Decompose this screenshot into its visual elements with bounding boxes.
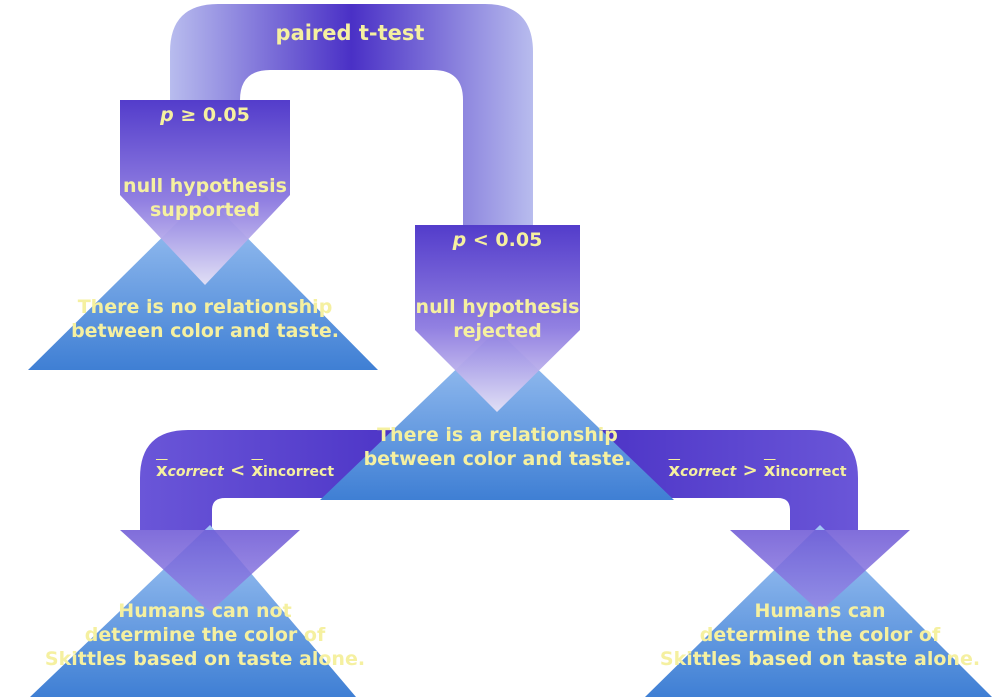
triangle-relationship xyxy=(320,330,674,500)
condition-left: p ≥ 0.05 xyxy=(160,104,250,126)
top-arch-connector xyxy=(170,4,533,225)
chevron-left-branch xyxy=(120,100,290,285)
result-right: null hypothesis rejected xyxy=(415,296,580,342)
result-left: null hypothesis supported xyxy=(123,175,287,221)
chevron-sub-right xyxy=(730,530,910,612)
sub-condition-right: xcorrect > xincorrect xyxy=(668,460,847,481)
condition-right: p < 0.05 xyxy=(452,229,543,251)
chevron-right-branch xyxy=(415,225,580,412)
chevron-sub-left xyxy=(120,530,300,612)
conclusion-humans-can-not: Humans can not determine the color of Sk… xyxy=(44,600,366,670)
conclusion-humans-can: Humans can determine the color of Skittl… xyxy=(659,600,981,670)
test-label: paired t-test xyxy=(275,21,425,45)
conclusion-right: There is a relationship between color an… xyxy=(363,424,632,470)
sub-condition-left: xcorrect < xincorrect xyxy=(155,460,335,481)
triangle-humans-can xyxy=(645,525,992,697)
triangle-humans-can-not xyxy=(30,525,356,697)
conclusion-left: There is no relationship between color a… xyxy=(71,296,339,342)
